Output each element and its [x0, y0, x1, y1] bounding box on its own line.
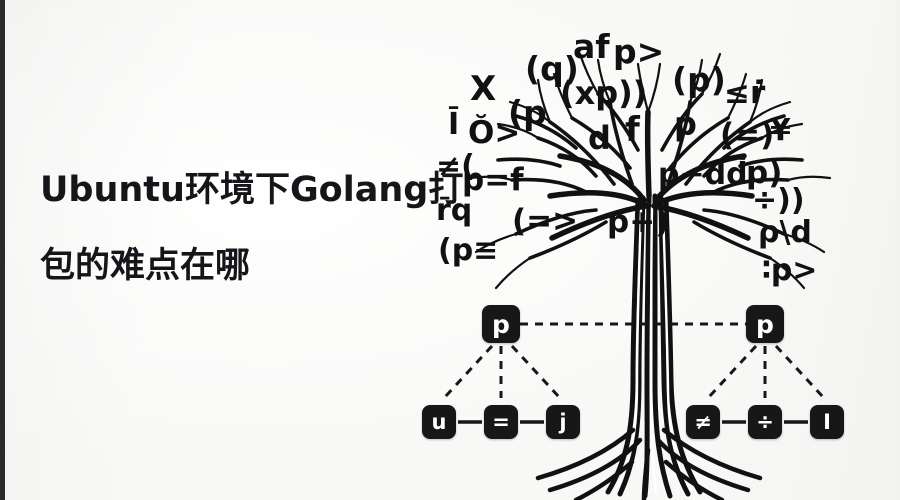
- canopy-symbol: (p): [672, 60, 726, 99]
- tree-roots: [535, 427, 763, 500]
- tree-illustration-svg: [442, 52, 832, 500]
- connector-right-p-to-i: [774, 344, 826, 400]
- left-edge-bar: [0, 0, 5, 500]
- canopy-symbol: p): [746, 155, 783, 191]
- canopy-symbol: p>: [613, 32, 665, 71]
- graph-connectors: [442, 322, 826, 400]
- canopy-symbol: Ŏ>: [468, 115, 521, 151]
- headline-line-1: Ubuntu环境下Golang打: [40, 170, 464, 210]
- canopy-symbol: (xp)): [560, 74, 648, 112]
- graph-node-leaf[interactable]: u: [422, 405, 456, 439]
- graph-node-leaf[interactable]: =: [484, 405, 518, 439]
- tree-branches: [468, 52, 832, 500]
- canopy-symbol: p+): [607, 204, 670, 240]
- canopy-symbol: (p: [508, 93, 547, 132]
- graph-node-parent-right[interactable]: p: [746, 305, 784, 343]
- headline-line-2: 包的难点在哪: [40, 246, 251, 286]
- main-boughs: [547, 109, 755, 241]
- graph-node-leaf[interactable]: ÷: [748, 405, 782, 439]
- canopy-symbol: ¥: [770, 113, 791, 148]
- canopy-symbol: p: [674, 105, 697, 143]
- graph-node-leaf[interactable]: j: [546, 405, 580, 439]
- graph-node-leaf[interactable]: ≠: [686, 405, 720, 439]
- canopy-symbol: (p≡: [438, 233, 499, 268]
- graph-node-leaf[interactable]: I: [810, 405, 844, 439]
- trunk-strands: [605, 193, 703, 499]
- canopy-symbol: af: [573, 27, 610, 66]
- connector-right-p-to-neq: [706, 344, 758, 400]
- secondary-branches-left: [496, 92, 640, 260]
- twigs: [468, 52, 832, 290]
- canopy-symbol: d: [588, 119, 611, 157]
- connector-left-p-to-u: [442, 344, 494, 400]
- headline-block: Ubuntu环境下Golang打 包的难点在哪: [40, 152, 510, 304]
- canopy-symbol: ÷)): [752, 183, 805, 218]
- canopy-symbol: (q): [525, 49, 579, 88]
- canopy-symbol: (=>: [512, 203, 579, 239]
- canopy-symbol: ≤ṙ: [724, 75, 766, 111]
- canopy-symbol: p−dḋ: [658, 157, 748, 192]
- secondary-branches-right: [660, 92, 804, 260]
- canopy-symbol: r̄q: [436, 193, 473, 228]
- canopy-symbol: Ī: [448, 107, 460, 142]
- canopy-symbol: ≠(: [436, 149, 475, 184]
- canopy-symbol: X: [470, 69, 497, 109]
- connector-left-p-to-j: [510, 344, 562, 400]
- canopy-symbol: ∶p>: [762, 253, 818, 288]
- canopy-symbol: ρ\d: [758, 215, 812, 250]
- canopy-symbol: p=f: [462, 162, 524, 198]
- right-edge-bar: [897, 0, 900, 500]
- canopy-symbol: f: [625, 110, 640, 150]
- canopy-symbol: (=): [720, 117, 775, 153]
- graph-node-parent-left[interactable]: p: [482, 305, 520, 343]
